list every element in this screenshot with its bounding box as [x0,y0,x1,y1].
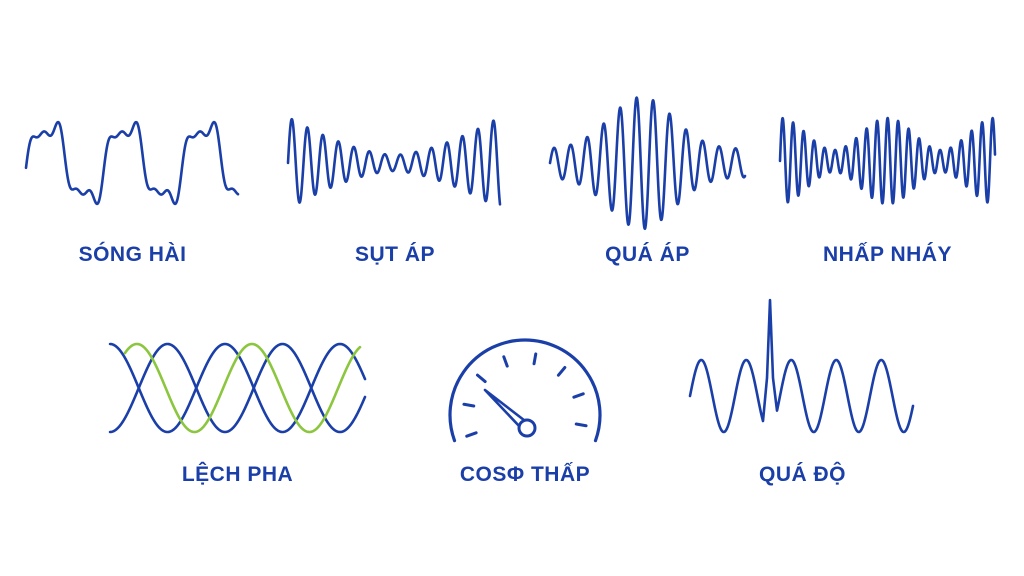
flicker-wave [778,116,997,205]
overvoltage-wave-icon [548,96,747,231]
gauge-needle [483,388,527,429]
transient-wave [688,298,915,434]
label-voltage-sag: SỤT ÁP [354,243,435,266]
phase-shift-icon [108,342,367,434]
label-phase-shift: LỆCH PHA [181,463,294,486]
label-overvoltage: QUÁ ÁP [605,243,690,266]
gauge-hub [517,418,537,438]
harmonic-wave-icon [24,120,240,206]
gauge-tick [476,373,487,384]
item-harmonics: SÓNG HÀI [20,95,245,275]
harmonic-wave [24,120,240,206]
phase-wave-1 [108,342,367,434]
item-voltage-sag: SỤT ÁP [280,95,510,275]
item-flicker: NHẤP NHÁY [775,95,1000,275]
item-power-factor: COSΦ THẤP [415,320,635,500]
label-power-factor: COSΦ THẤP [459,463,591,486]
gauge-tick [532,352,538,366]
label-flicker: NHẤP NHÁY [823,243,952,266]
item-phase-shift: LỆCH PHA [105,330,370,500]
flicker-wave-icon [778,116,997,205]
transient-spike-icon [688,298,915,434]
power-factor-gauge-icon [448,338,602,443]
item-transient: QUÁ ĐỘ [685,298,920,500]
label-harmonics: SÓNG HÀI [78,243,187,266]
gauge-tick [462,402,476,408]
gauge-tick [502,355,509,368]
gauge-arc [448,338,602,443]
phase-wave-3 [123,342,362,434]
sag-wave [286,117,502,206]
gauge-tick [574,422,588,428]
gauge-tick [556,366,567,377]
gauge-tick [572,392,585,399]
label-transient: QUÁ ĐỘ [759,463,846,486]
gauge-tick [465,431,478,438]
item-overvoltage: QUÁ ÁP [545,95,750,275]
swell-wave [548,96,747,231]
voltage-sag-icon [286,117,502,206]
